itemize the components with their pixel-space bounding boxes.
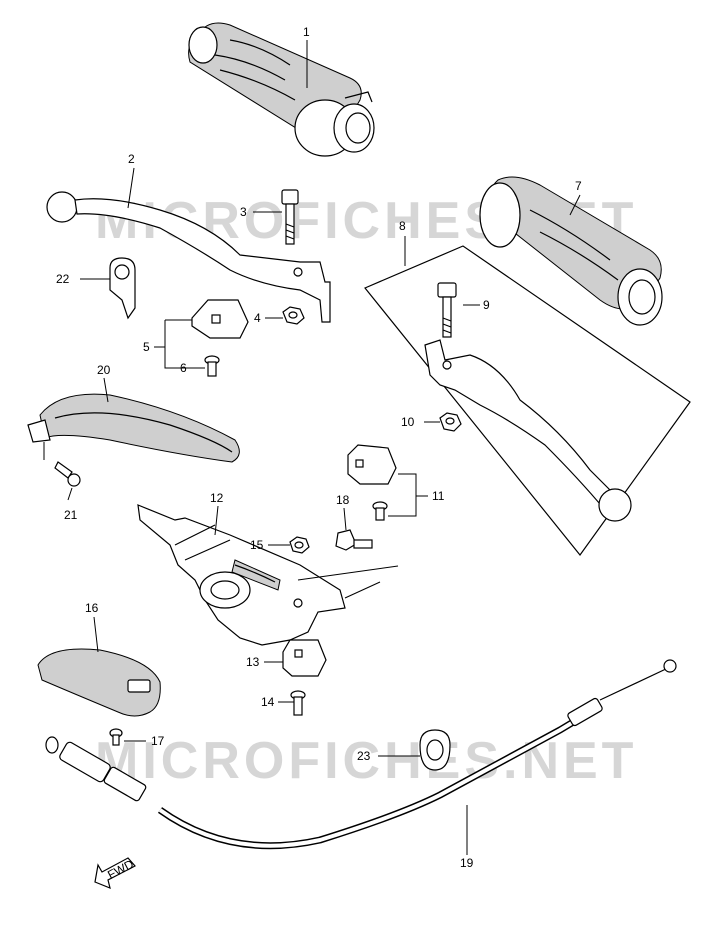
clamp-22-drawing xyxy=(109,257,136,320)
part-label-8: 8 xyxy=(399,219,406,233)
part-label-11: 11 xyxy=(432,489,445,503)
part-label-19: 19 xyxy=(460,856,474,870)
nut-10-drawing xyxy=(439,412,462,432)
screw-21-drawing xyxy=(54,461,81,487)
part-label-10: 10 xyxy=(401,415,415,429)
part-label-4: 4 xyxy=(254,311,261,325)
bracket-12-drawing xyxy=(137,504,346,646)
part-label-20: 20 xyxy=(97,363,111,377)
fwd-label: FWD xyxy=(105,857,136,882)
nut-15-drawing xyxy=(289,536,310,554)
part-label-2: 2 xyxy=(128,152,135,166)
right-grip-drawing xyxy=(479,176,663,326)
cable-19-drawing xyxy=(45,659,677,850)
part-label-12: 12 xyxy=(210,491,224,505)
part-label-14: 14 xyxy=(261,695,275,709)
brake-lever-drawing xyxy=(424,339,632,522)
part-label-9: 9 xyxy=(483,298,490,312)
part-label-3: 3 xyxy=(240,205,247,219)
clamp-23-drawing xyxy=(419,729,451,771)
cover-16-drawing xyxy=(37,648,161,717)
part-label-17: 17 xyxy=(151,734,165,748)
switch-11-drawing xyxy=(347,444,397,521)
left-grip-drawing xyxy=(188,22,375,157)
nut-4-drawing xyxy=(282,306,305,325)
lever-box-8-drawing xyxy=(364,245,691,556)
part-labels: 1 2 3 4 5 6 7 8 9 10 11 12 13 14 15 16 1… xyxy=(56,25,582,870)
bolt-9-drawing xyxy=(437,282,457,338)
part-label-23: 23 xyxy=(357,749,371,763)
part-label-16: 16 xyxy=(85,601,99,615)
screw-17-drawing xyxy=(109,728,123,746)
part-label-22: 22 xyxy=(56,272,70,286)
screw-14-drawing xyxy=(290,690,306,716)
part-label-6: 6 xyxy=(180,361,187,375)
part-label-21: 21 xyxy=(64,508,78,522)
bolt-18-drawing xyxy=(335,529,373,551)
cover-20-drawing xyxy=(27,393,240,463)
screw-6-drawing xyxy=(204,355,220,377)
part-label-5: 5 xyxy=(143,340,150,354)
leader-lines xyxy=(43,40,581,855)
part-label-7: 7 xyxy=(575,179,582,193)
part-label-1: 1 xyxy=(303,25,310,39)
part-label-15: 15 xyxy=(250,538,264,552)
clutch-lever-drawing xyxy=(46,191,331,323)
switch-5-drawing xyxy=(191,299,249,339)
switch-13-drawing xyxy=(282,639,327,677)
part-label-13: 13 xyxy=(246,655,260,669)
fwd-arrow: FWD xyxy=(94,857,136,889)
part-label-18: 18 xyxy=(336,493,350,507)
bolt-3-drawing xyxy=(281,189,299,245)
